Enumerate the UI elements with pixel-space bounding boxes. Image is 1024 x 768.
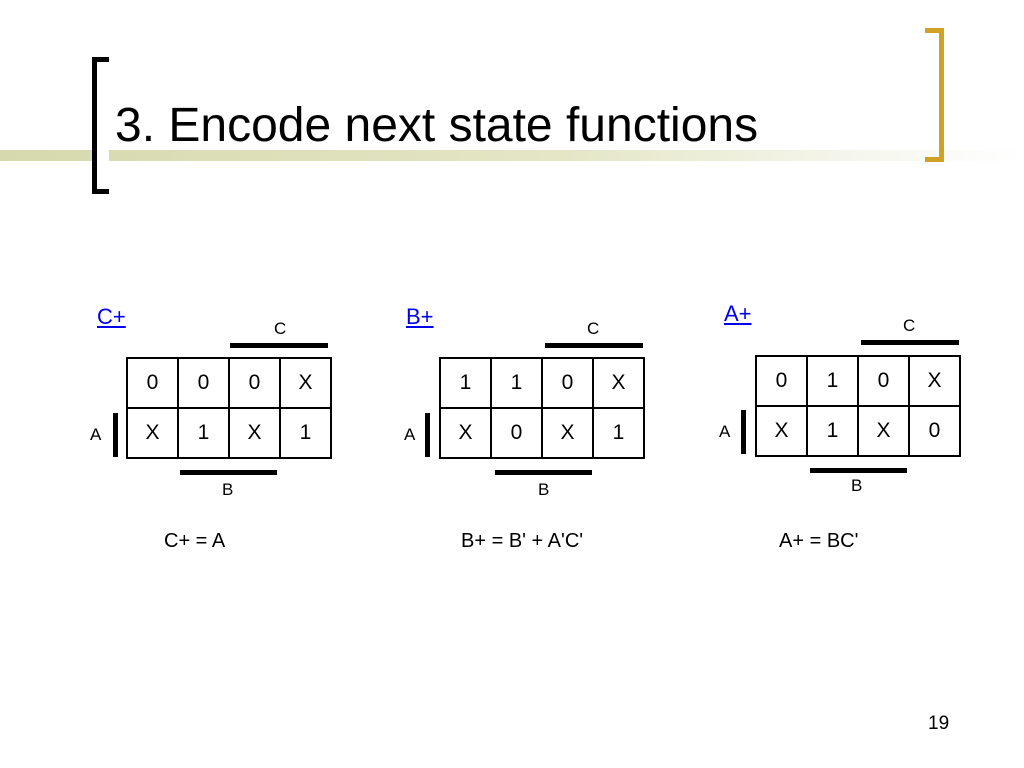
right-bracket-decoration — [925, 28, 944, 162]
kmap-var-top: C — [587, 319, 600, 338]
kmap-var-top-bar — [545, 343, 643, 348]
kmap-cell: X — [592, 357, 645, 409]
kmap-var-bottom-bar — [495, 470, 592, 475]
kmap-cell: X — [908, 355, 961, 407]
left-bracket-decoration — [92, 57, 109, 194]
kmap-var-left-bar — [741, 410, 746, 454]
kmap-row: 0 1 0 X — [755, 355, 961, 407]
kmap-cell: 1 — [177, 407, 230, 459]
page-number: 19 — [928, 713, 950, 734]
kmap-title-link[interactable]: B+ — [406, 304, 434, 329]
kmap-cell: 1 — [806, 405, 859, 457]
kmap-var-left: A — [90, 425, 102, 444]
kmap-equation: B+ = B' + A'C' — [461, 530, 584, 552]
kmap-cell: 0 — [228, 357, 281, 409]
kmap-row: X 1 X 1 — [126, 407, 332, 459]
kmap-cell: X — [126, 407, 179, 459]
kmap-cell: X — [541, 407, 594, 459]
kmap-title-link[interactable]: A+ — [724, 301, 752, 326]
kmap-cell: 0 — [126, 357, 179, 409]
kmap-var-bottom-bar — [810, 468, 907, 473]
kmap-var-bottom: B — [851, 476, 863, 495]
kmap-cell: X — [857, 405, 910, 457]
kmap-var-left-bar — [425, 413, 430, 457]
kmap-var-bottom: B — [538, 480, 550, 499]
kmap-cell: 0 — [755, 355, 808, 407]
kmap-var-top: C — [274, 319, 287, 338]
kmap-cell: 0 — [490, 407, 543, 459]
kmap-cell: 0 — [541, 357, 594, 409]
kmap-cell: 0 — [857, 355, 910, 407]
kmap-cell: X — [439, 407, 492, 459]
title-underline-band — [0, 150, 1024, 161]
kmap-cell: 1 — [490, 357, 543, 409]
kmap-cell: X — [755, 405, 808, 457]
kmap-var-left-bar — [113, 413, 118, 457]
slide-title: 3. Encode next state functions — [115, 99, 759, 152]
kmap-row: 0 0 0 X — [126, 357, 332, 409]
kmap-row: 1 1 0 X — [439, 357, 645, 409]
kmap-cell: 1 — [806, 355, 859, 407]
kmap-row: X 1 X 0 — [755, 405, 961, 457]
kmap-var-bottom-bar — [180, 470, 277, 475]
kmap-cell: 1 — [439, 357, 492, 409]
kmap-grid: 1 1 0 X X 0 X 1 — [439, 357, 645, 459]
kmap-var-top-bar — [861, 340, 959, 345]
kmap-cell: 1 — [592, 407, 645, 459]
kmap-var-top: C — [903, 316, 916, 335]
kmap-var-top-bar — [230, 343, 328, 348]
kmap-cell: X — [228, 407, 281, 459]
kmap-cell: X — [279, 357, 332, 409]
kmap-var-left: A — [404, 425, 416, 444]
kmap-title-link[interactable]: C+ — [97, 304, 126, 329]
kmap-row: X 0 X 1 — [439, 407, 645, 459]
kmap-equation: C+ = A — [164, 530, 226, 552]
kmap-cell: 0 — [908, 405, 961, 457]
kmap-var-left: A — [719, 422, 731, 441]
kmap-var-bottom: B — [222, 480, 234, 499]
kmap-cell: 1 — [279, 407, 332, 459]
kmap-equation: A+ = BC' — [779, 530, 859, 552]
kmap-grid: 0 0 0 X X 1 X 1 — [126, 357, 332, 459]
kmap-cell: 0 — [177, 357, 230, 409]
kmap-grid: 0 1 0 X X 1 X 0 — [755, 355, 961, 457]
